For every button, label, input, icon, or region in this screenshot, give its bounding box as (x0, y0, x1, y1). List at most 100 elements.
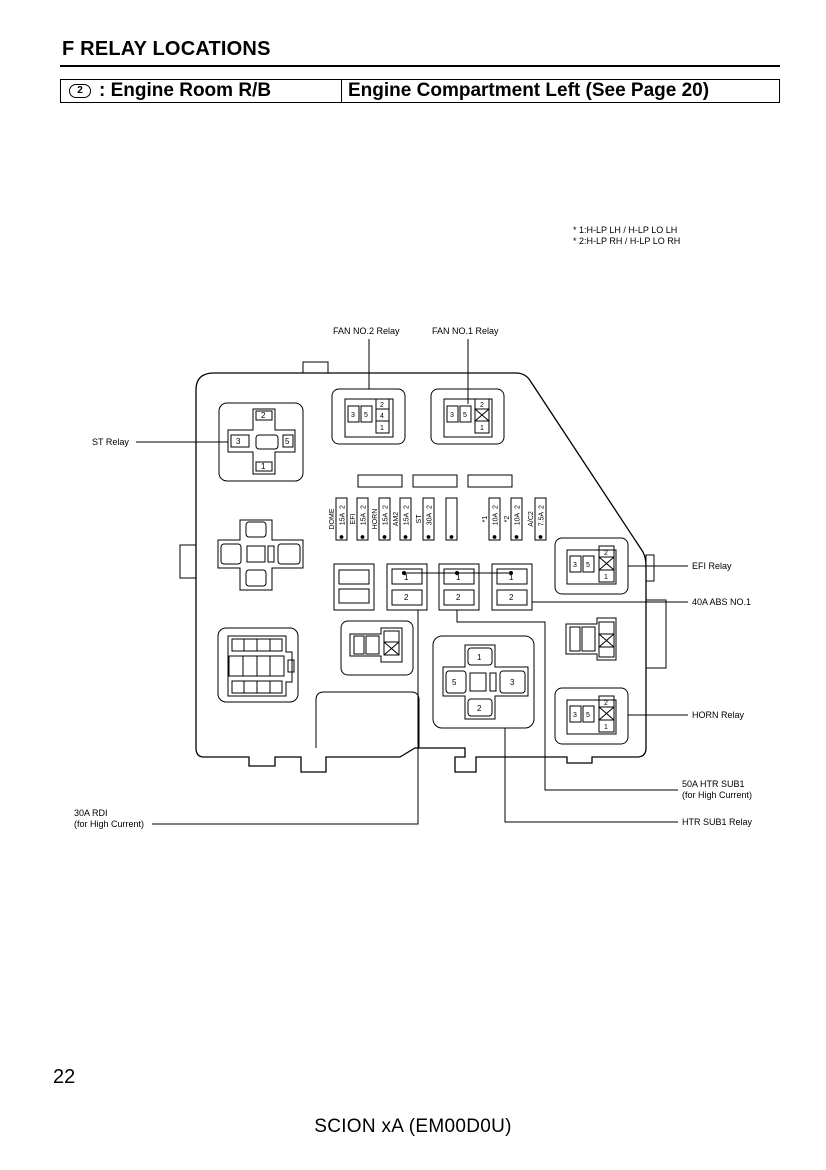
fan-no1-label-2: 2 (480, 402, 484, 409)
spare-fuse-slot-1 (357, 474, 403, 488)
horn-label-2: 2 (604, 700, 608, 707)
fan-no2-label-3: 3 (351, 412, 355, 419)
fan-no2-pin-3 (347, 405, 360, 423)
htr-sub1-label-5: 5 (452, 678, 457, 687)
mini-fuse-name: HORN (372, 509, 379, 530)
rdi-fuse-pin-1 (391, 568, 423, 585)
horn-label-5: 5 (586, 712, 590, 719)
htr-sub1-pin-2 (467, 698, 493, 717)
efi-diode-cross (598, 556, 615, 571)
efi-relay-socket (554, 537, 629, 595)
mini-fuse-rating: 30A (427, 512, 434, 525)
htr-sub1-fuse-leader (456, 610, 678, 791)
st-relay-label-5: 5 (285, 437, 290, 446)
main-connector-row-mid-divs (242, 656, 271, 676)
htr-sub1-fuse-pin-1 (443, 568, 475, 585)
rdi-label-2: 2 (404, 593, 409, 602)
fan-no2-label-2: 2 (380, 402, 384, 409)
horn-pin-1 (598, 719, 615, 733)
section-title: F RELAY LOCATIONS (62, 38, 271, 60)
mini-fuse-name: *2 (504, 516, 511, 523)
htr-sub1-fuse-label-1: 1 (456, 573, 461, 582)
htr-sub1-fuse-callout-line2: (for High Current) (682, 790, 752, 800)
abs-no1-fuse-pin-2 (496, 589, 528, 606)
efi-label-3: 3 (573, 562, 577, 569)
right-middle-relay-pin-d (598, 646, 615, 658)
fan-no2-relay-socket (331, 388, 406, 445)
horn-label-3: 3 (573, 712, 577, 719)
mini-fuse-name: DOME (329, 508, 336, 529)
bus-dot-1 (402, 571, 406, 575)
mini-fuse-pos: 2 (515, 505, 522, 509)
center-relay-body (349, 627, 403, 663)
center-left-pin-right (277, 543, 301, 565)
fan-no2-label-4: 4 (380, 413, 384, 420)
mini-fuse-rating: 15A (361, 512, 368, 525)
center-left-pin-mid (246, 545, 266, 563)
center-left-pin-bottom (245, 569, 267, 587)
center-left-pin-top (245, 521, 267, 538)
main-connector-row-bottom-divs (243, 681, 271, 693)
htr-sub1-label-1: 1 (477, 653, 482, 662)
main-connector-body (227, 635, 293, 697)
efi-relay-callout: EFI Relay (692, 561, 732, 571)
st-relay-pin-2 (255, 410, 273, 421)
fan-no1-callout: FAN NO.1 Relay (432, 326, 499, 336)
center-relay-pin-b (365, 635, 380, 655)
center-left-pin-slot (267, 545, 275, 563)
abs-no1-fuse-label-2: 2 (509, 593, 514, 602)
mini-fuse-pos: 2 (383, 505, 390, 509)
mini-fuse-contact (492, 535, 497, 539)
abs-no1-callout: 40A ABS NO.1 (692, 597, 751, 607)
mini-fuse-rating: 15A (404, 512, 411, 525)
fan-no1-pin-5 (459, 405, 472, 423)
horn-relay-body (566, 699, 617, 735)
fan-no1-pin-3 (446, 405, 459, 423)
spare-fuse-slot-3 (467, 474, 513, 488)
spare-fuse-slot-2 (412, 474, 458, 488)
horn-relay-callout: HORN Relay (692, 710, 745, 720)
right-tab-lower (646, 599, 667, 669)
right-middle-relay (565, 617, 617, 661)
mini-fuse-name: *1 (482, 516, 489, 523)
htr-sub1-label-3: 3 (510, 678, 515, 687)
right-tab-upper (645, 554, 655, 582)
htr-sub1-pin-slot (489, 672, 497, 692)
mini-fuse-contact (339, 535, 344, 539)
fusible-link-block (333, 563, 375, 611)
mini-fuse-pos: 2 (361, 505, 368, 509)
center-relay-pin-a (353, 635, 365, 655)
mini-fuse-pos: 2 (427, 505, 434, 509)
main-connector-latch (287, 659, 295, 673)
mini-fuse-body (445, 497, 458, 541)
title-divider (60, 65, 780, 67)
bottom-notch (315, 691, 420, 748)
location-description-cell: Engine Compartment Left (See Page 20) (342, 80, 709, 102)
bus-dot-2 (455, 571, 459, 575)
htr-sub1-relay-socket (432, 635, 535, 729)
note-1: * 1:H-LP LH / H-LP LO LH (573, 225, 677, 235)
center-relay-pin-c (383, 630, 400, 643)
efi-pin-3 (569, 555, 582, 573)
htr-sub1-fuse-callout-line1: 50A HTR SUB1 (682, 779, 745, 789)
mini-fuse-contact (403, 535, 408, 539)
fan-no1-diode-cross (474, 408, 490, 422)
fan-no2-label-1: 1 (380, 425, 384, 432)
mini-fuse-body (488, 497, 501, 541)
htr-sub1-pin-3 (499, 670, 526, 694)
rdi-leader (152, 610, 419, 825)
mini-fuse-body (335, 497, 348, 541)
fan-no1-label-1: 1 (480, 425, 484, 432)
mini-fuse-name: ST (416, 514, 423, 524)
rdi-callout-line1: 30A RDI (74, 808, 108, 818)
efi-label-5: 5 (586, 562, 590, 569)
st-relay-body (227, 408, 296, 475)
mini-fuse: 27.5AA/C2 (528, 497, 547, 541)
mini-fuse (445, 497, 458, 541)
location-table: 2 : Engine Room R/B Engine Compartment L… (60, 79, 780, 103)
